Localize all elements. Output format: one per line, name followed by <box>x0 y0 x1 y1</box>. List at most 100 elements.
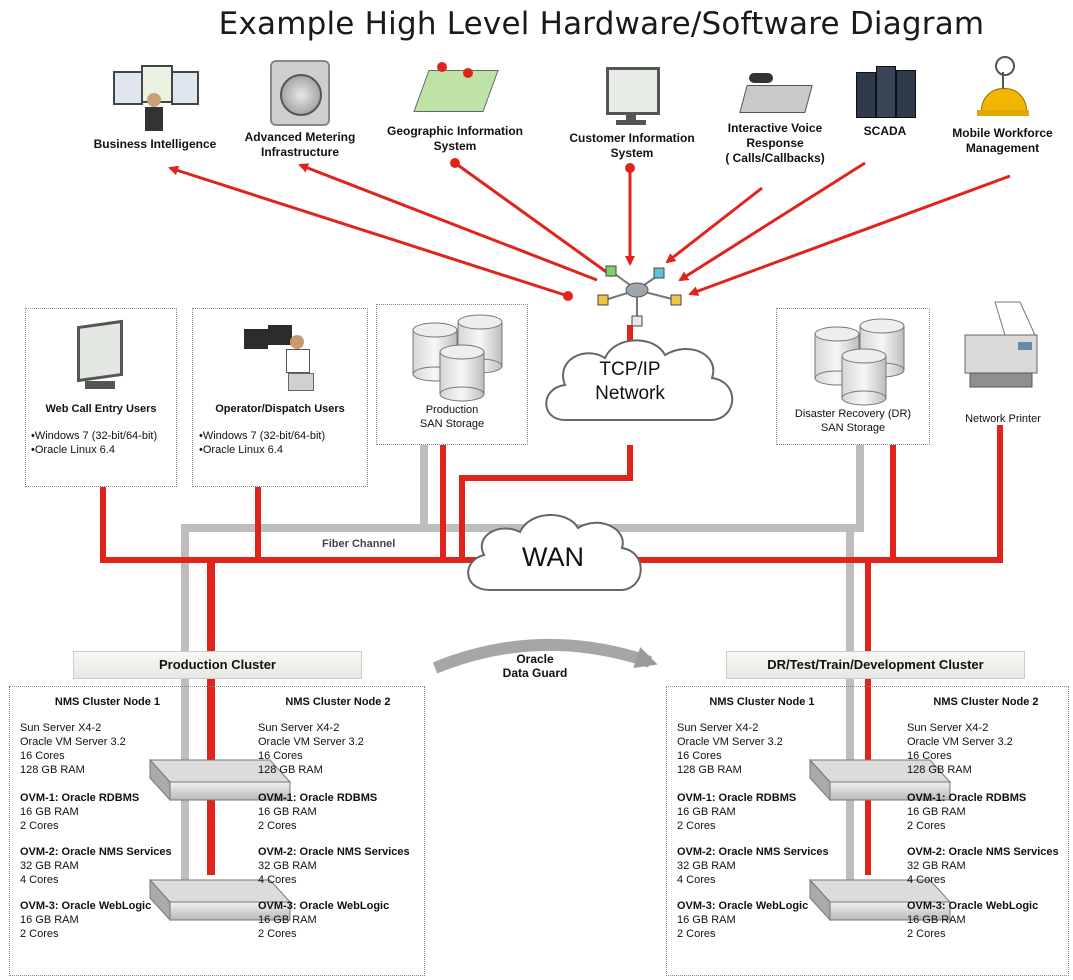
monitor-icon <box>602 65 662 127</box>
spec-line: 32 GB RAM <box>677 860 736 872</box>
spec-line: 2 Cores <box>907 928 946 940</box>
spec-line: 32 GB RAM <box>907 860 966 872</box>
wan-cloud <box>467 514 642 591</box>
vm-group: OVM-1: Oracle RDBMS 16 GB RAM 2 Cores <box>907 791 1065 833</box>
spec-line: 16 GB RAM <box>258 914 317 926</box>
dr-cluster-box <box>666 686 1069 976</box>
app-label: Geographic Information System <box>386 124 523 153</box>
hardware-specs: Sun Server X4-2 Oracle VM Server 3.2 16 … <box>677 721 847 777</box>
app-label: Customer Information System <box>569 131 695 160</box>
os-bullet: •Windows 7 (32-bit/64-bit) <box>31 430 158 442</box>
vm-name: OVM-1: Oracle RDBMS <box>677 792 797 804</box>
spec-line: 128 GB RAM <box>907 764 972 776</box>
app-ivr: Interactive Voice Response ( Calls/Callb… <box>700 65 850 166</box>
dashboard-analyst-icon <box>113 65 199 133</box>
node-title: NMS Cluster Node 2 <box>285 696 391 708</box>
spec-line: 2 Cores <box>677 928 716 940</box>
spec-line: 2 Cores <box>258 928 297 940</box>
dr-node-2: NMS Cluster Node 2 Sun Server X4-2 Oracl… <box>907 695 1065 953</box>
hardware-specs: Sun Server X4-2 Oracle VM Server 3.2 16 … <box>258 721 418 777</box>
server-icon <box>808 758 952 802</box>
spec-line: 16 GB RAM <box>20 806 79 818</box>
spec-line: 16 Cores <box>20 750 65 762</box>
vm-group: OVM-1: Oracle RDBMS 16 GB RAM 2 Cores <box>20 791 195 833</box>
node-title: NMS Cluster Node 1 <box>709 696 815 708</box>
storage-label: Production SAN Storage <box>419 404 485 430</box>
user-group-label: Operator/Dispatch Users <box>215 403 345 415</box>
vm-name: OVM-2: Oracle NMS Services <box>20 846 172 858</box>
spec-line: 2 Cores <box>907 820 946 832</box>
vm-group: OVM-3: Oracle WebLogic 16 GB RAM 2 Cores <box>907 899 1065 941</box>
vm-group: OVM-2: Oracle NMS Services 32 GB RAM 4 C… <box>20 845 195 887</box>
vm-name: OVM-3: Oracle WebLogic <box>907 900 1039 912</box>
web-call-entry-users-box: Web Call Entry Users •Windows 7 (32-bit/… <box>25 308 177 487</box>
production-node-1: NMS Cluster Node 1 Sun Server X4-2 Oracl… <box>20 695 195 953</box>
spec-line: Sun Server X4-2 <box>907 722 989 734</box>
node-title: NMS Cluster Node 2 <box>933 696 1039 708</box>
spec-line: 16 GB RAM <box>907 914 966 926</box>
spec-line: 16 Cores <box>258 750 303 762</box>
app-label: Business Intelligence <box>93 137 217 151</box>
spec-line: 16 GB RAM <box>258 806 317 818</box>
spec-line: Sun Server X4-2 <box>20 722 102 734</box>
vm-group: OVM-2: Oracle NMS Services 32 GB RAM 4 C… <box>258 845 418 887</box>
vm-name: OVM-2: Oracle NMS Services <box>677 846 829 858</box>
os-bullet: •Oracle Linux 6.4 <box>199 444 283 456</box>
spec-line: 16 GB RAM <box>907 806 966 818</box>
vm-name: OVM-1: Oracle RDBMS <box>907 792 1027 804</box>
operator-workstation-icon <box>240 317 320 395</box>
spec-line: 16 Cores <box>677 750 722 762</box>
dr-node-1: NMS Cluster Node 1 Sun Server X4-2 Oracl… <box>677 695 847 953</box>
spec-line: Oracle VM Server 3.2 <box>258 736 364 748</box>
production-san-cylinders <box>412 314 503 402</box>
vm-name: OVM-2: Oracle NMS Services <box>907 846 1059 858</box>
spec-line: 4 Cores <box>20 874 59 886</box>
spec-line: 4 Cores <box>258 874 297 886</box>
vm-name: OVM-3: Oracle WebLogic <box>20 900 152 912</box>
spec-line: 2 Cores <box>20 820 59 832</box>
hardware-specs: Sun Server X4-2 Oracle VM Server 3.2 16 … <box>907 721 1065 777</box>
app-customer-information: Customer Information System <box>562 65 702 161</box>
os-bullet: •Windows 7 (32-bit/64-bit) <box>199 430 326 442</box>
spec-line: 128 GB RAM <box>677 764 742 776</box>
wan-label: WAN <box>522 542 584 572</box>
spec-line: Oracle VM Server 3.2 <box>907 736 1013 748</box>
vm-group: OVM-2: Oracle NMS Services 32 GB RAM 4 C… <box>907 845 1065 887</box>
vm-name: OVM-3: Oracle WebLogic <box>677 900 809 912</box>
dr-cluster-header: DR/Test/Train/Development Cluster <box>726 651 1025 679</box>
spec-line: Oracle VM Server 3.2 <box>677 736 783 748</box>
arrow-tail-dots <box>450 158 635 301</box>
production-cluster-header: Production Cluster <box>73 651 362 679</box>
spec-line: 16 GB RAM <box>677 914 736 926</box>
app-scada: SCADA <box>840 62 930 139</box>
spec-line: 2 Cores <box>677 820 716 832</box>
spec-line: 4 Cores <box>907 874 946 886</box>
data-guard-arrow <box>432 638 658 674</box>
page-title: Example High Level Hardware/Software Dia… <box>218 6 985 42</box>
spec-line: 32 GB RAM <box>20 860 79 872</box>
vm-group: OVM-1: Oracle RDBMS 16 GB RAM 2 Cores <box>258 791 418 833</box>
spec-line: Sun Server X4-2 <box>677 722 759 734</box>
server-icon <box>148 878 292 922</box>
hardware-specs: Sun Server X4-2 Oracle VM Server 3.2 16 … <box>20 721 195 777</box>
dr-san-cylinders <box>814 318 905 406</box>
production-cluster-box <box>9 686 425 976</box>
desktop-computer-icon <box>71 319 131 395</box>
spec-line: Oracle VM Server 3.2 <box>20 736 126 748</box>
printer-icon <box>964 301 1038 388</box>
app-label: Advanced Metering Infrastructure <box>244 130 356 159</box>
spec-line: 4 Cores <box>677 874 716 886</box>
vm-group: OVM-2: Oracle NMS Services 32 GB RAM 4 C… <box>677 845 847 887</box>
spec-line: 16 GB RAM <box>20 914 79 926</box>
server-icon <box>808 878 952 922</box>
storage-label: Disaster Recovery (DR) SAN Storage <box>794 408 912 434</box>
server-rack-icon <box>852 62 918 120</box>
oracle-data-guard-label: Oracle Data Guard <box>502 652 568 680</box>
vm-group: OVM-3: Oracle WebLogic 16 GB RAM 2 Cores <box>677 899 847 941</box>
telephone-icon <box>739 65 813 117</box>
wan-links <box>100 325 1003 875</box>
operator-dispatch-users-box: Operator/Dispatch Users •Windows 7 (32-b… <box>192 308 368 487</box>
hardhat-wireless-icon <box>976 56 1029 122</box>
node-title: NMS Cluster Node 1 <box>54 696 161 708</box>
